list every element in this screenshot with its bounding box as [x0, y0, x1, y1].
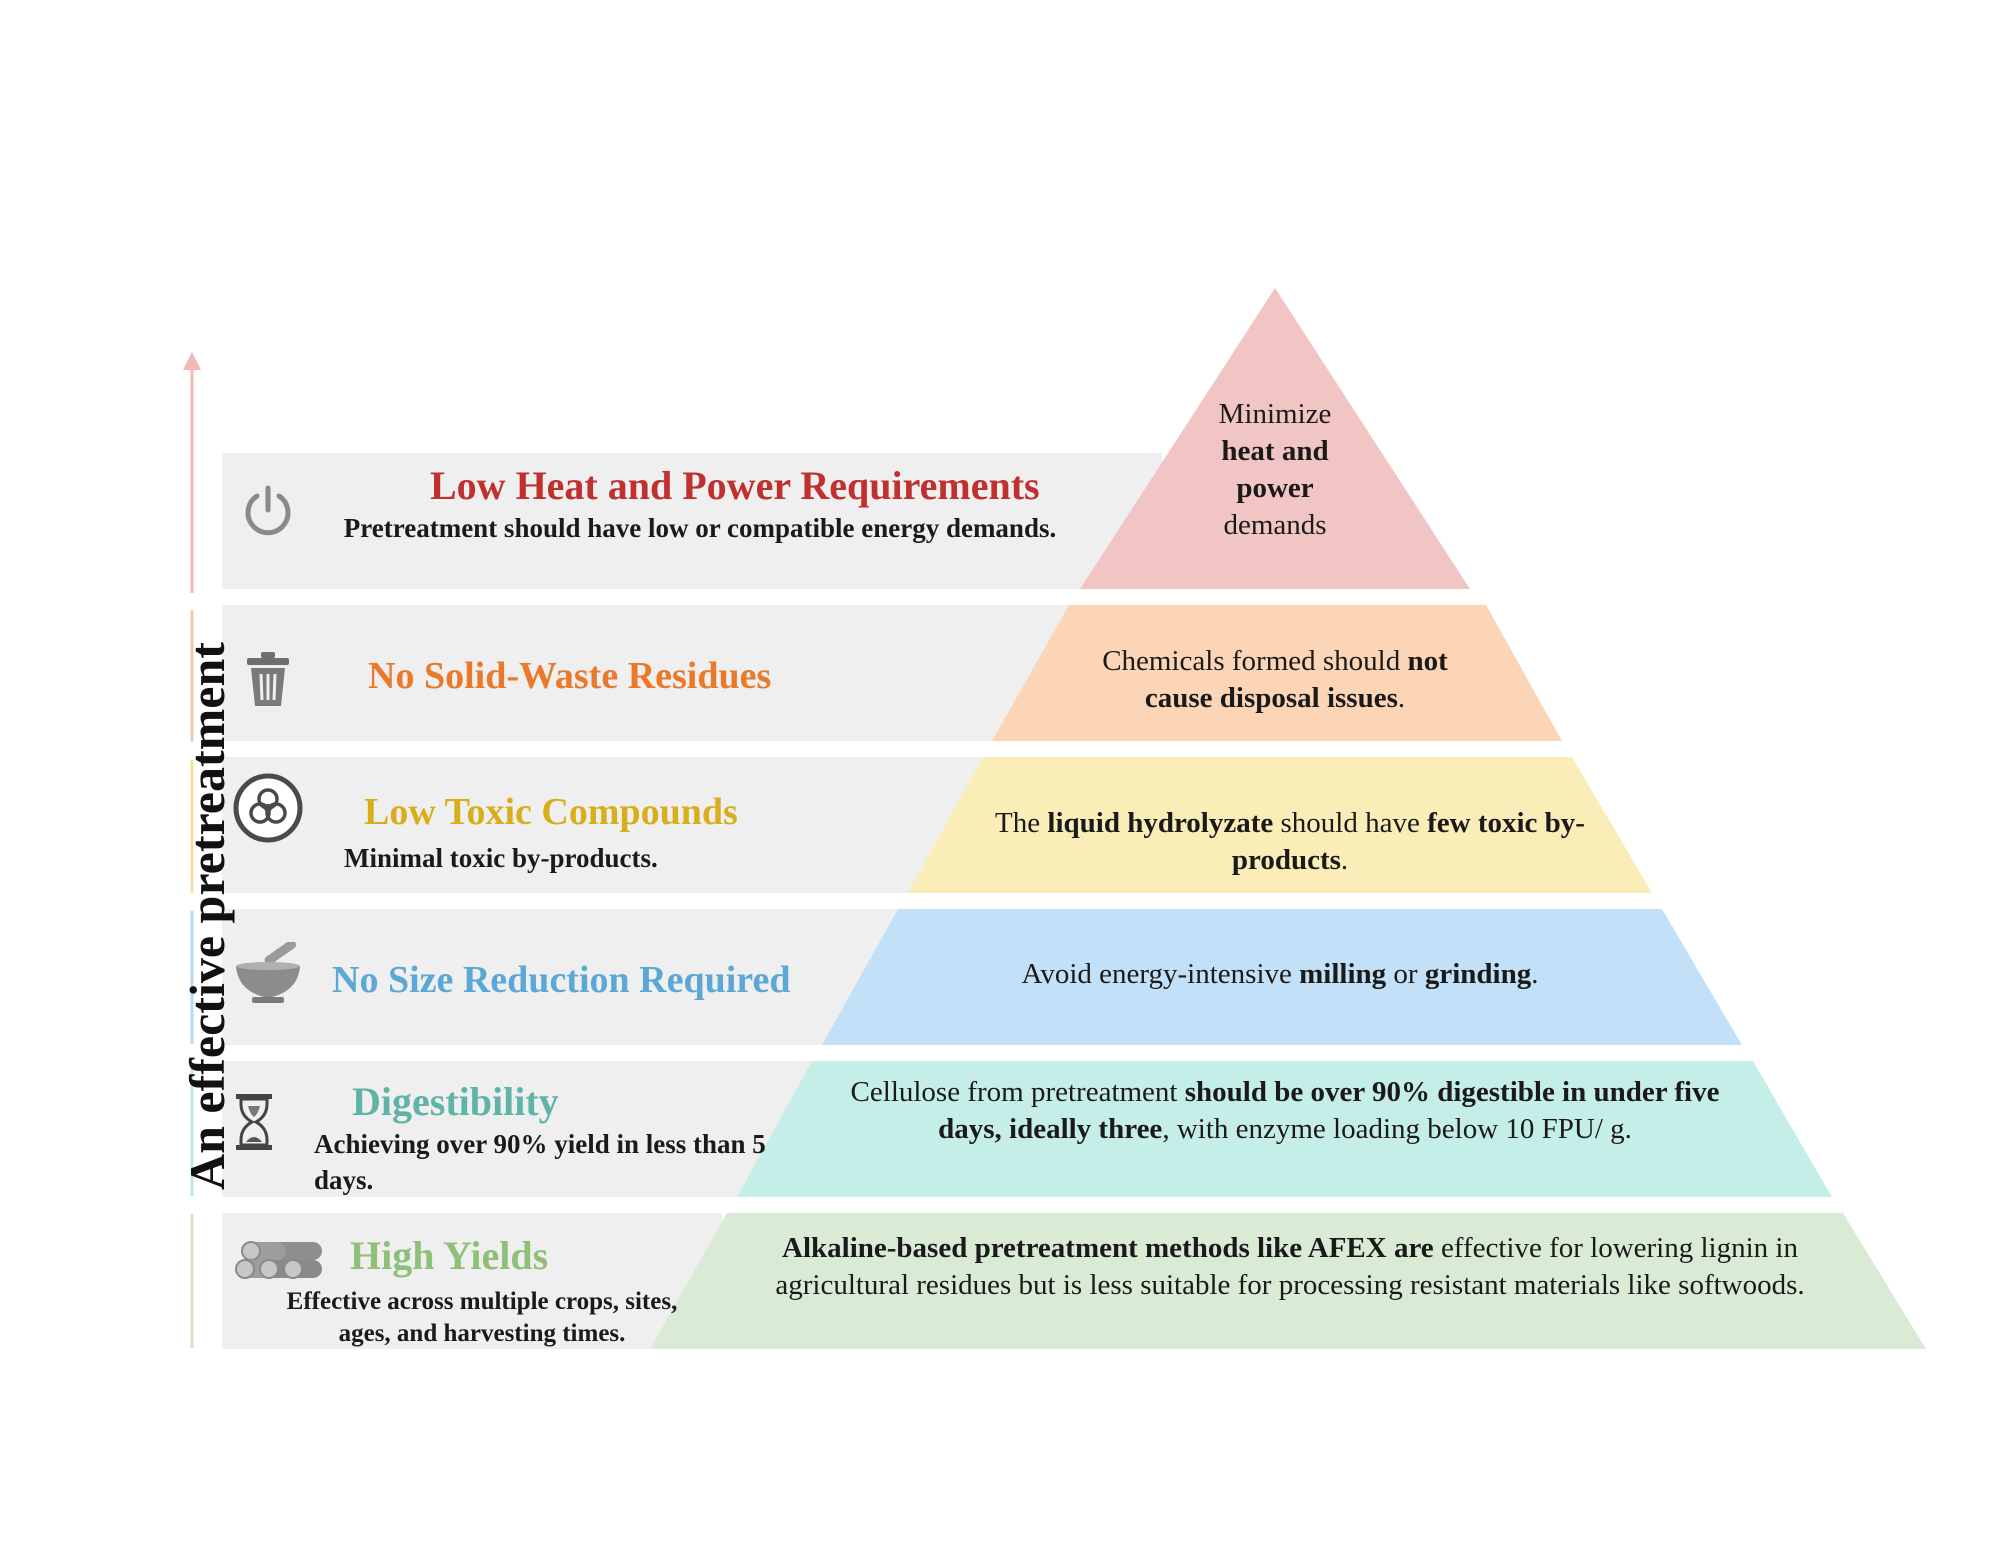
tier-text-segment: Alkaline-based pretreatment methods like… — [782, 1232, 1434, 1264]
tier-text-segment: Avoid energy-intensive — [1021, 958, 1300, 990]
power-icon — [245, 485, 291, 536]
level-subtitle-high-yields: Effective across multiple crops, sites, … — [286, 1288, 678, 1347]
tier-text-segment: few toxic by-products — [1231, 807, 1585, 876]
tier-text-segment: should be over 90% digestible in under f… — [938, 1076, 1720, 1145]
tier-text-segment: effective for lowering lignin in agricul… — [775, 1232, 1805, 1301]
tier-3 — [908, 757, 1652, 893]
side-label: An effective pretreatment — [179, 642, 235, 1190]
level-subtitle-heat-power: Pretreatment should have low or compatib… — [343, 513, 1057, 543]
side-arrow — [183, 352, 201, 1348]
tier-text-segment: Cellulose from pretreatment — [850, 1076, 1185, 1108]
tier-text-segment: The — [995, 807, 1048, 839]
mortar-pestle-icon — [236, 942, 300, 1003]
tier-text-segment: . — [1340, 844, 1349, 876]
tier-6 — [650, 1213, 1926, 1349]
tier-text-segment: should have — [1273, 807, 1428, 839]
biohazard-icon — [233, 773, 303, 843]
tier-text-solid-waste: Chemicals formed should not cause dispos… — [1075, 643, 1475, 717]
band-4 — [222, 909, 902, 1045]
tier-text-high-yields: Alkaline-based pretreatment methods like… — [730, 1230, 1850, 1304]
band-6 — [222, 1213, 722, 1349]
level-title-toxic: Low Toxic Compounds — [364, 791, 738, 833]
level-title-heat-power: Low Heat and Power Requirements — [430, 463, 1040, 508]
logs-icon — [235, 1241, 322, 1279]
tier-text-segment: heat and power — [1221, 435, 1329, 504]
tier-5 — [737, 1061, 1832, 1197]
band-1 — [222, 453, 1162, 589]
trash-icon — [247, 652, 289, 706]
level-title-size-reduction: No Size Reduction Required — [332, 959, 791, 1001]
tier-text-segment: grinding — [1424, 958, 1532, 990]
tier-text-segment: demands — [1223, 509, 1327, 541]
level-title-high-yields: High Yields — [350, 1233, 549, 1278]
level-subtitle-digestibility: Achieving over 90% yield in less than 5 … — [314, 1129, 766, 1195]
hourglass-icon — [236, 1094, 272, 1150]
level-title-digestibility: Digestibility — [352, 1079, 559, 1124]
tier-text-size-reduction: Avoid energy-intensive milling or grindi… — [900, 956, 1660, 993]
level-subtitle-toxic: Minimal toxic by-products. — [344, 843, 658, 873]
tier-text-segment: liquid hydrolyzate — [1047, 807, 1274, 839]
level-title-solid-waste: No Solid-Waste Residues — [368, 655, 772, 697]
tier-text-digestibility: Cellulose from pretreatment should be ov… — [820, 1074, 1750, 1148]
tier-4 — [822, 909, 1742, 1045]
tier-text-segment: not cause disposal issues — [1144, 645, 1448, 714]
tier-text-segment: or — [1386, 958, 1425, 990]
tier-text-segment: Minimize — [1218, 398, 1332, 430]
tier-2 — [992, 605, 1562, 741]
tier-text-segment: milling — [1299, 958, 1387, 990]
band-5 — [222, 1061, 814, 1197]
tier-text-segment: , with enzyme loading below 10 FPU/ g. — [1162, 1113, 1632, 1145]
tier-text-segment: . — [1531, 958, 1539, 990]
tier-1 — [1080, 288, 1470, 589]
band-2 — [222, 605, 1080, 741]
tier-text-segment: Chemicals formed should — [1102, 645, 1408, 677]
tier-text-toxic: The liquid hydrolyzate should have few t… — [970, 805, 1610, 879]
band-3 — [222, 757, 992, 893]
tier-text-segment: . — [1397, 682, 1406, 714]
arrow-head — [183, 352, 201, 370]
tier-text-heat-power: Minimize heat and power demands — [1195, 396, 1355, 544]
